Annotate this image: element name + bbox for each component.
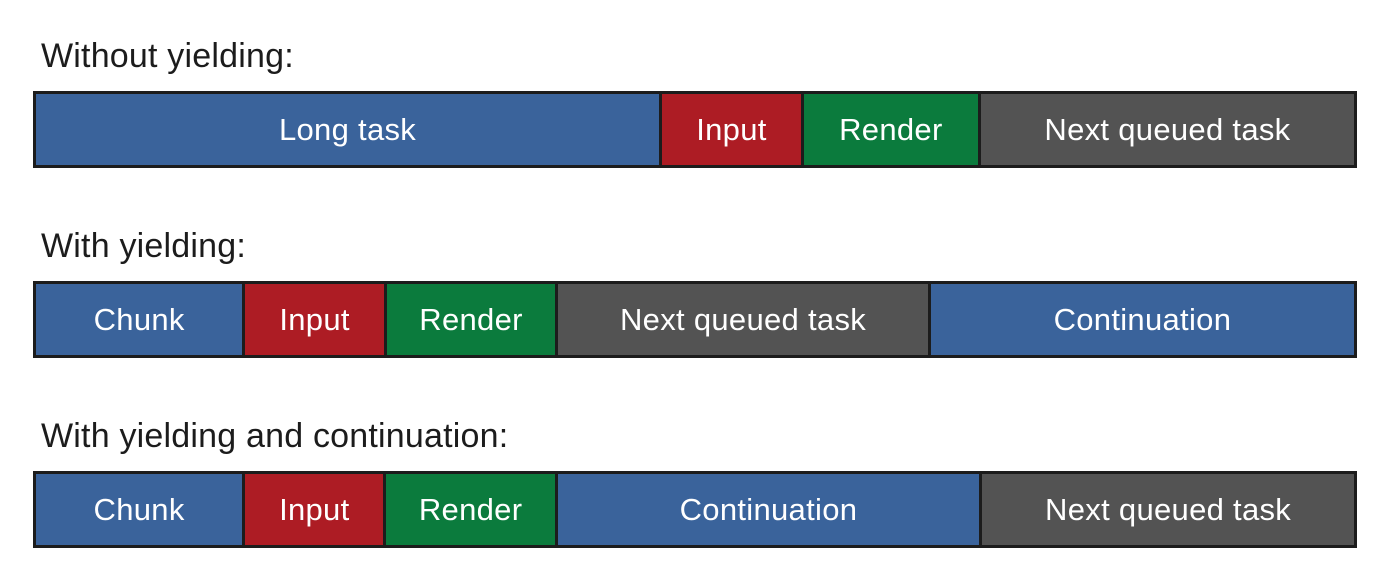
segment-label: Next queued task — [1045, 492, 1292, 527]
segment-continuation: Continuation — [554, 474, 980, 545]
segment-label: Continuation — [679, 492, 858, 527]
row-label-without-yielding: Without yielding: — [41, 37, 294, 75]
segment-label: Render — [839, 112, 943, 147]
segment-label: Chunk — [93, 302, 185, 337]
segment-next-queued-task: Next queued task — [555, 284, 928, 355]
row-label-with-yielding-and-continuation: With yielding and continuation: — [41, 417, 509, 455]
segment-input: Input — [659, 94, 801, 165]
timeline-row-with-yielding: With yielding: Chunk Input Render Next q… — [33, 226, 1357, 358]
segment-input: Input — [242, 284, 384, 355]
segment-chunk: Chunk — [36, 284, 243, 355]
segment-render: Render — [800, 94, 978, 165]
segment-label: Long task — [278, 112, 417, 147]
segment-input: Input — [242, 474, 384, 545]
segment-continuation: Continuation — [927, 284, 1354, 355]
segment-label: Next queued task — [1044, 112, 1291, 147]
segment-label: Input — [279, 492, 350, 527]
timeline-bar-with-yielding: Chunk Input Render Next queued task Cont… — [33, 281, 1357, 358]
segment-label: Input — [279, 302, 350, 337]
segment-render: Render — [383, 474, 555, 545]
segment-label: Next queued task — [620, 302, 867, 337]
timeline-row-without-yielding: Without yielding: Long task Input Render… — [33, 36, 1357, 168]
segment-render: Render — [383, 284, 556, 355]
segment-next-queued-task: Next queued task — [979, 474, 1355, 545]
segment-label: Render — [419, 302, 523, 337]
segment-long-task: Long task — [36, 94, 660, 165]
segment-label: Render — [418, 492, 523, 527]
timeline-bar-with-yielding-and-continuation: Chunk Input Render Continuation Next que… — [33, 471, 1357, 548]
segment-chunk: Chunk — [36, 474, 243, 545]
segment-next-queued-task: Next queued task — [977, 94, 1354, 165]
segment-label: Chunk — [93, 492, 185, 527]
row-label-with-yielding: With yielding: — [41, 227, 246, 265]
segment-label: Continuation — [1053, 302, 1232, 337]
timeline-row-with-yielding-and-continuation: With yielding and continuation: Chunk In… — [33, 416, 1357, 548]
segment-label: Input — [696, 112, 767, 147]
timeline-bar-without-yielding: Long task Input Render Next queued task — [33, 91, 1357, 168]
